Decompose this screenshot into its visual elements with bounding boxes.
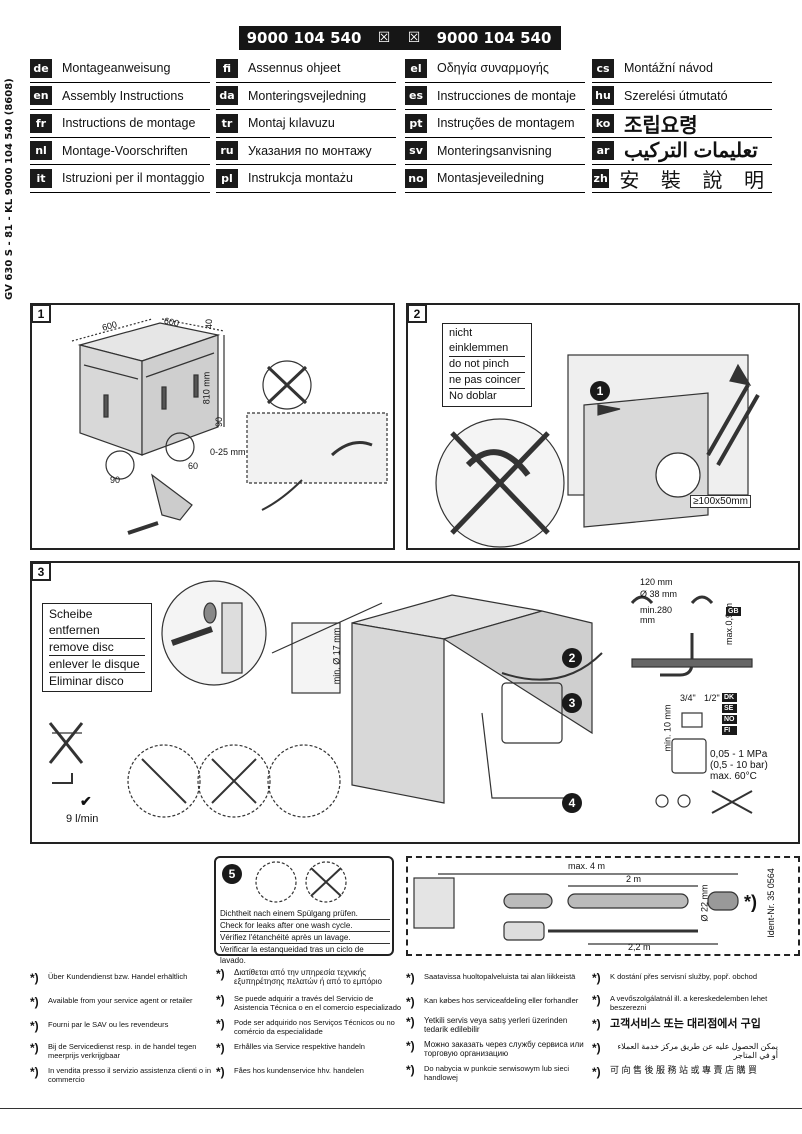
min-opening-size: ≥100x50mm bbox=[690, 495, 751, 508]
dim-top: 40 bbox=[204, 318, 215, 330]
thread-size-a: 3/4" bbox=[680, 693, 696, 703]
remove-disc-labels: Scheibe entfernen remove disc enlever le… bbox=[42, 603, 152, 692]
panel-3: 3 Scheibe entfernen remove disc enlever … bbox=[30, 561, 800, 844]
article-number-right: 9000 104 540 bbox=[436, 29, 552, 47]
min-diameter-label: min. Ø 17 mm bbox=[331, 627, 342, 685]
flow-rate: 9 l/min bbox=[66, 813, 99, 825]
panel-5: 5 Dichtheit nach einem Spülgang prüfen. … bbox=[214, 856, 394, 965]
panel-1: 1 600 600 40 810 mm 90 90 bbox=[30, 303, 395, 550]
warning-labels: nicht einklemmen do not pinch ne pas coi… bbox=[442, 323, 532, 407]
article-number-left: 9000 104 540 bbox=[246, 29, 362, 47]
hose-routing-illustration bbox=[435, 354, 760, 548]
inlet-hose-length: 2,2 m bbox=[628, 942, 651, 952]
siphon-dim-c: min.280 bbox=[640, 605, 673, 615]
panel-number: 2 bbox=[407, 304, 427, 323]
max-length: max. 4 m bbox=[568, 861, 606, 871]
pressure-spec: 0,05 - 1 MPa (0,5 - 10 bar) max. 60°C bbox=[710, 749, 768, 782]
panel-number: 1 bbox=[31, 304, 51, 323]
hose-length: 2 m bbox=[626, 874, 642, 884]
dishwasher-dimensions-illustration bbox=[71, 318, 388, 535]
country-code-gb: GB bbox=[726, 607, 741, 616]
siphon-dim-b: Ø 38 mm bbox=[640, 589, 678, 599]
accessory-hose-panel: max. 4 m 2 m Ø 22 mm 2,2 m *) Ident-Nr. … bbox=[406, 856, 800, 956]
panel-number: 3 bbox=[31, 562, 51, 581]
dim-height: 810 mm bbox=[201, 371, 212, 405]
water-connection-illustration bbox=[48, 580, 753, 818]
ident-number: Ident-Nr. 35 0564 bbox=[765, 868, 776, 938]
extension-hose-illustration bbox=[413, 873, 739, 945]
dim-foot: 90 bbox=[214, 416, 225, 428]
step-3-marker: 3 bbox=[562, 693, 582, 713]
panel-2: 2 nicht einklemmen do not pinch ne pas c… bbox=[406, 303, 800, 550]
check-icon: ✔ bbox=[80, 793, 92, 809]
step-2-marker: 2 bbox=[562, 648, 582, 668]
siphon-dim-d: mm bbox=[640, 615, 655, 625]
leak-check-illustration bbox=[255, 861, 347, 903]
country-code-list: DK SE NO FI bbox=[722, 693, 737, 735]
asterisk-note: *) bbox=[744, 892, 757, 912]
thread-min-length: min. 10 mm bbox=[662, 704, 673, 752]
hose-diameter: Ø 22 mm bbox=[699, 884, 710, 922]
siphon-dim-a: 120 mm bbox=[640, 577, 673, 587]
side-reference-text: GV 630 S - 81 - KL 9000 104 540 (8608) bbox=[4, 78, 15, 300]
step-4-marker: 4 bbox=[562, 793, 582, 813]
step-1-marker: 1 bbox=[590, 381, 610, 401]
dim-side: 90 bbox=[110, 475, 121, 485]
article-number-bar: 9000 104 540 ☒ ☒ 9000 104 540 bbox=[239, 26, 561, 50]
dim-front: 60 bbox=[188, 461, 199, 471]
step-5-marker: 5 bbox=[222, 864, 242, 884]
crossed-box-icon: ☒ bbox=[377, 30, 391, 46]
crossed-box-icon: ☒ bbox=[407, 30, 421, 46]
page-bottom-rule bbox=[0, 1108, 802, 1109]
dim-clearance: 0-25 mm bbox=[210, 447, 246, 457]
thread-size-b: 1/2" bbox=[704, 693, 720, 703]
leak-check-text: Dichtheit nach einem Spülgang prüfen. Ch… bbox=[220, 908, 390, 966]
